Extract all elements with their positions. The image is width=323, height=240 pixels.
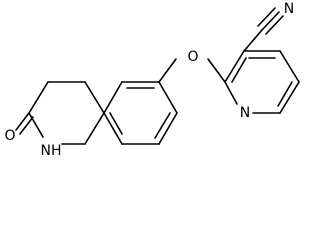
bond-c4-c4a bbox=[84, 81, 105, 114]
bond-c8a-n1-link bbox=[84, 112, 105, 145]
atom-label-ether-o: O bbox=[187, 49, 198, 65]
atom-label-nitrile-n: N bbox=[284, 1, 294, 17]
bond-c2-o-double-a bbox=[15, 112, 30, 131]
bond-cn-triple-c bbox=[257, 7, 276, 27]
bond-benzene-inner-3 bbox=[109, 112, 123, 135]
bond-cn-triple-b bbox=[265, 15, 284, 35]
atom-label-amide-nh: NH bbox=[41, 143, 62, 159]
bond-c6-o bbox=[158, 58, 177, 83]
bond-pyridine-inner-2 bbox=[277, 81, 293, 107]
atom-label-pyridine-n: N bbox=[240, 105, 250, 121]
bond-c3-c2 bbox=[28, 81, 49, 114]
bond-c2py-c3py bbox=[224, 50, 245, 83]
bond-pyridine-inner-1 bbox=[231, 57, 247, 83]
bond-c2-n1 bbox=[28, 112, 44, 138]
bond-c3py-cn bbox=[243, 29, 263, 52]
bond-cn-triple-a bbox=[261, 11, 280, 31]
bond-o-c2py bbox=[207, 58, 226, 83]
bond-c7-c8 bbox=[158, 112, 178, 145]
bond-c2-o-double-b bbox=[19, 116, 34, 135]
atom-label-carbonyl-o: O bbox=[4, 128, 15, 144]
bond-c4py-c5py bbox=[279, 50, 300, 83]
bond-c8a-c4a bbox=[103, 112, 123, 145]
structure-canvas: N O N O NH bbox=[4, 1, 300, 159]
bond-npy-c2py bbox=[224, 81, 238, 105]
bond-c4a-c5 bbox=[103, 81, 123, 114]
molecule-diagram: N O N O NH bbox=[4, 1, 300, 159]
bond-benzene-inner-2 bbox=[154, 112, 171, 139]
bond-c6-c7 bbox=[158, 81, 178, 114]
bond-c5py-c6py bbox=[279, 81, 300, 114]
